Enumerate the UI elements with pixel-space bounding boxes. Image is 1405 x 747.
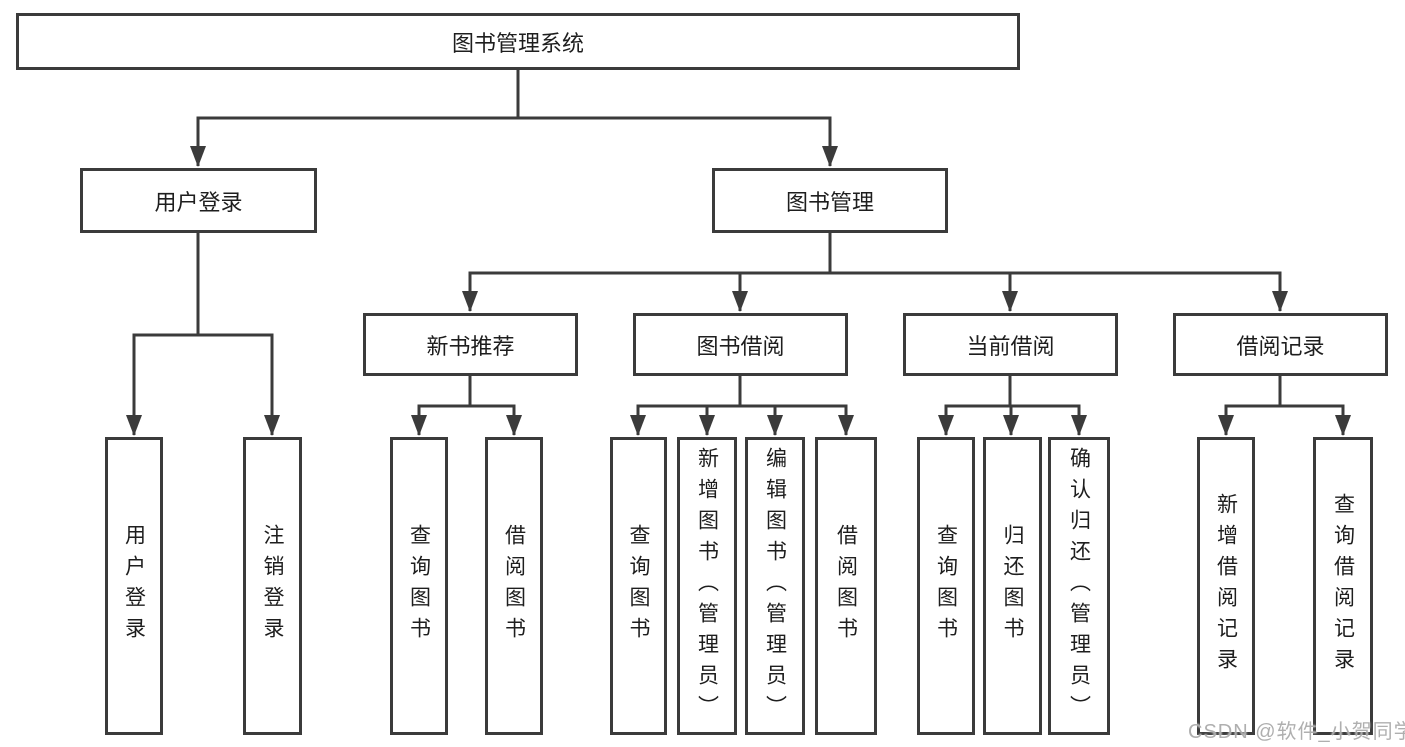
csdn-watermark: CSDN @软件_小贺同学 [1188,721,1405,743]
leaf-recommend-query-books: 查询图书 [390,437,448,735]
node-book-management: 图书管理 [712,168,948,233]
leaf-recommend-borrow-books: 借阅图书 [485,437,543,735]
leaf-records-query-record: 查询借阅记录 [1313,437,1373,735]
leaf-borrowing-query-books: 查询图书 [610,437,667,735]
leaf-logout: 注销登录 [243,437,302,735]
leaf-borrowing-edit-books-admin: 编辑图书（管理员） [745,437,805,735]
leaf-current-return-books: 归还图书 [983,437,1042,735]
node-book-borrowing: 图书借阅 [633,313,848,376]
node-user-login: 用户登录 [80,168,317,233]
leaf-current-confirm-return-admin: 确认归还（管理员） [1048,437,1110,735]
node-borrowing-records: 借阅记录 [1173,313,1388,376]
leaf-records-add-record: 新增借阅记录 [1197,437,1255,735]
leaf-borrowing-add-books-admin: 新增图书（管理员） [677,437,737,735]
leaf-borrowing-borrow-books: 借阅图书 [815,437,877,735]
leaf-current-query-books: 查询图书 [917,437,975,735]
node-new-book-recommend: 新书推荐 [363,313,578,376]
leaf-user-login: 用户登录 [105,437,163,735]
node-current-borrowing: 当前借阅 [903,313,1118,376]
node-library-system: 图书管理系统 [16,13,1020,70]
